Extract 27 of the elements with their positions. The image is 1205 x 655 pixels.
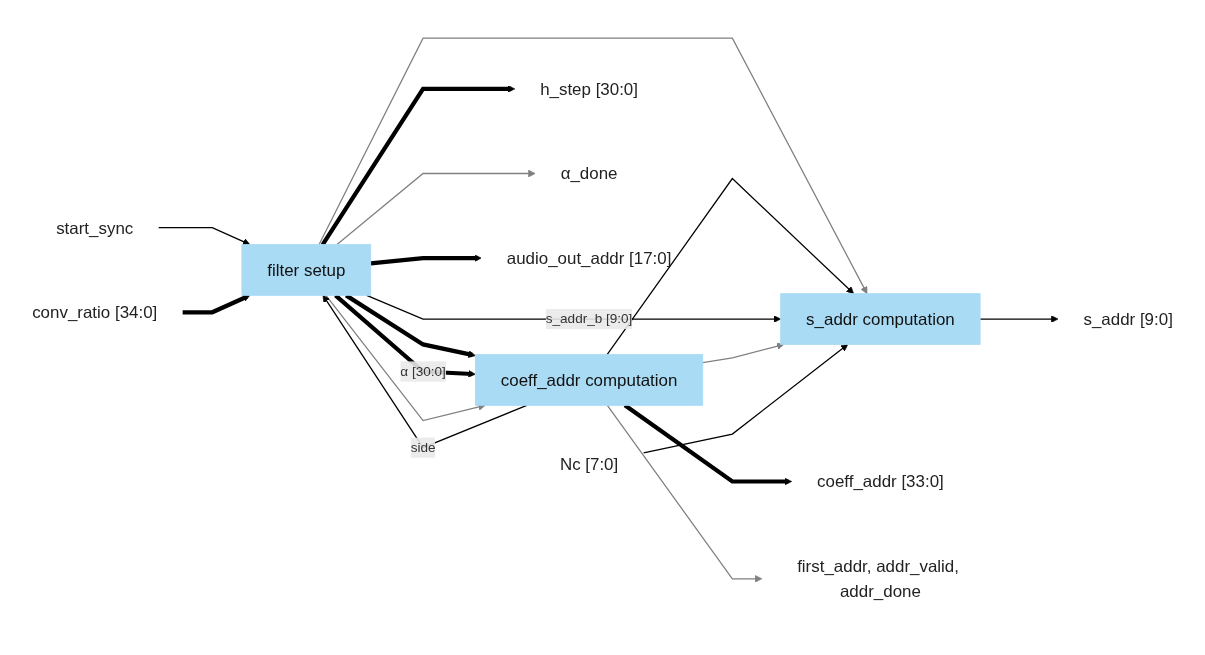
arrow xyxy=(182,294,251,315)
node-text: conv_ratio [34:0] xyxy=(32,302,158,322)
arrow xyxy=(979,315,1059,323)
arrow xyxy=(606,177,854,356)
node-text: coeff_addr [33:0] xyxy=(817,472,944,491)
node-box: coeff_addr computation xyxy=(475,354,704,406)
arrow xyxy=(158,227,251,246)
edge-label: side xyxy=(410,440,436,455)
arrow xyxy=(318,37,868,294)
node-text: s_addr [9:0] xyxy=(1083,309,1173,329)
arrow xyxy=(370,254,482,266)
node-text: α_done xyxy=(560,164,618,183)
arrow xyxy=(702,342,785,364)
node-text: Nc [7:0] xyxy=(559,455,619,474)
node-text: h_step [30:0] xyxy=(540,79,638,99)
arrow xyxy=(642,344,849,454)
arrow xyxy=(320,85,516,246)
arrow xyxy=(336,169,536,246)
edge-label: α [30:0] xyxy=(400,363,446,379)
arrow xyxy=(606,404,763,583)
arrow xyxy=(325,294,486,422)
node-box: filter setup xyxy=(241,244,372,296)
node-text: audio_out_addr [17:0] xyxy=(506,248,672,268)
node-box: s_addr computation xyxy=(780,293,981,345)
node-text: start_sync xyxy=(56,218,134,237)
edge-label: s_addr_b [9:0] xyxy=(545,311,633,326)
node-text: first_addr, addr_valid, addr_done xyxy=(797,556,959,601)
